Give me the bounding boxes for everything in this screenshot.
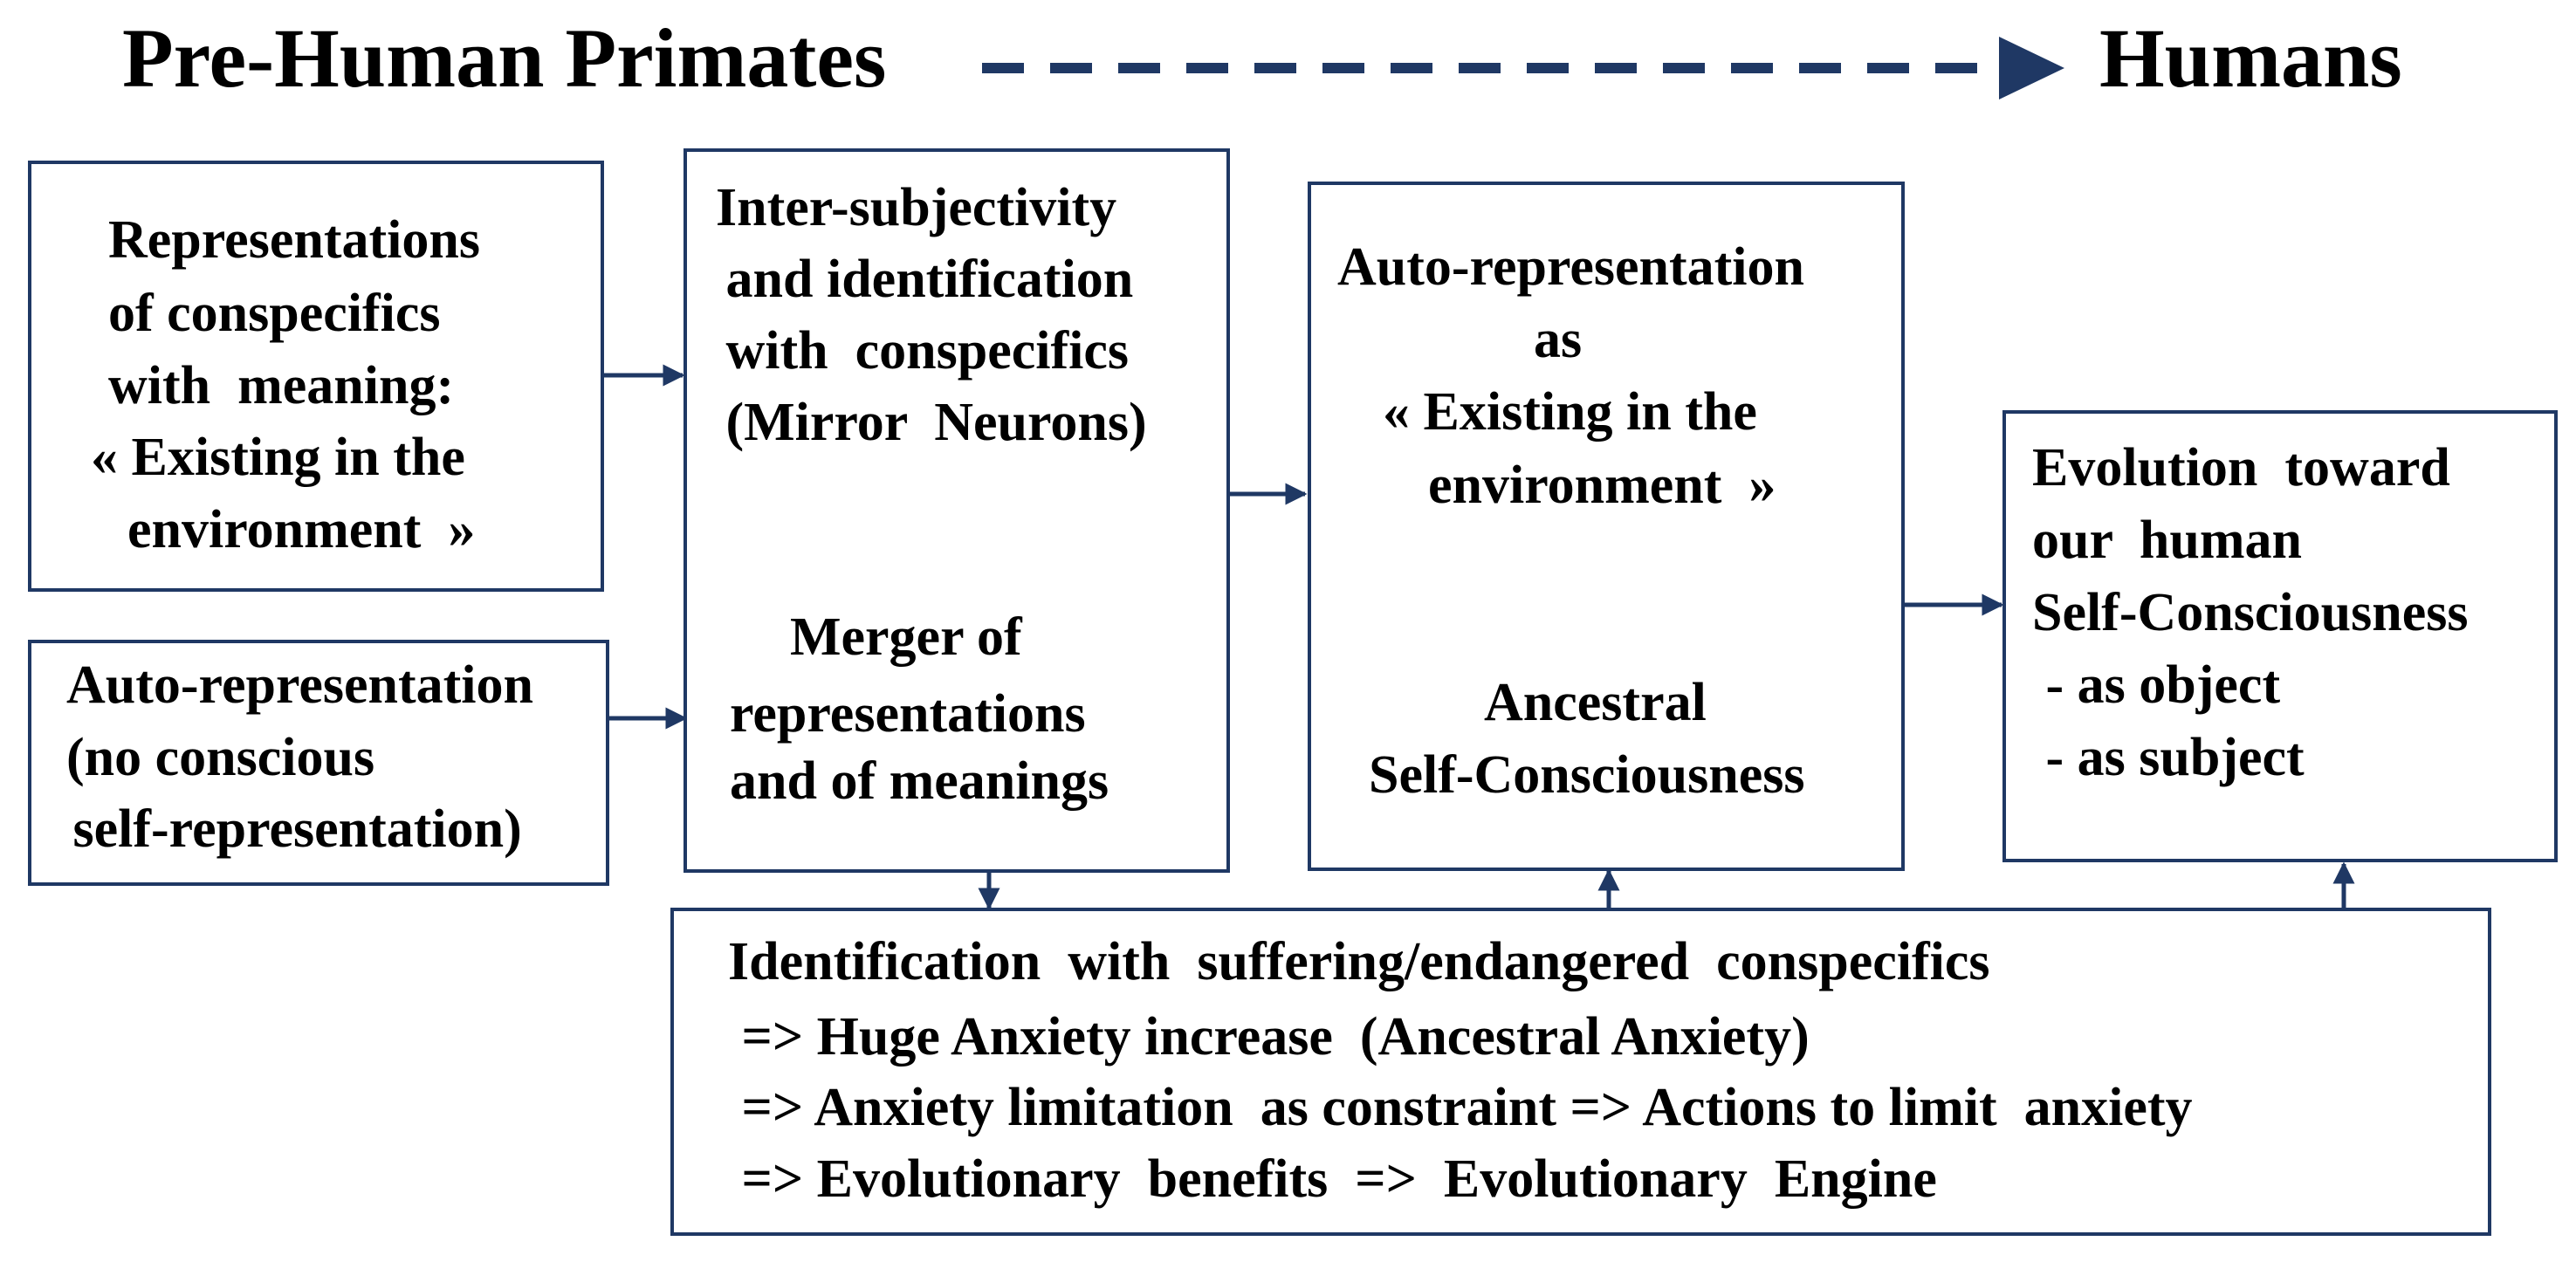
anxiety-line-1: Identification with suffering/endangered…	[728, 932, 1990, 991]
merger-line-3: and of meanings	[730, 751, 1109, 811]
header-left-label: Pre-Human Primates	[122, 11, 887, 105]
evolution-line-5: - as subject	[2032, 728, 2305, 787]
auto-rep-middle-line-1: Auto-representation	[1337, 237, 1804, 297]
intersubjectivity-line-4: (Mirror Neurons)	[712, 393, 1147, 452]
evolution-line-3: Self-Consciousness	[2032, 583, 2469, 642]
conspecifics-line-5: environment »	[127, 500, 476, 559]
ancestral-line-2: Self-Consciousness	[1369, 745, 1805, 805]
auto-rep-left-line-3: self-representation)	[59, 799, 522, 859]
auto-rep-middle-line-4: environment »	[1428, 456, 1776, 515]
box-auto-representation-left	[28, 640, 609, 886]
anxiety-line-3: => Anxiety limitation as constraint => A…	[728, 1078, 2193, 1137]
box-intersubjectivity	[683, 148, 1230, 873]
evolution-line-2: our human	[2032, 511, 2302, 570]
box-conspecifics	[28, 161, 604, 592]
merger-line-2: representations	[730, 684, 1086, 744]
merger-line-1: Merger of	[790, 607, 1022, 667]
auto-rep-left-line-1: Auto-representation	[66, 655, 533, 715]
box-evolution	[2002, 410, 2558, 862]
ancestral-line-1: Ancestral	[1484, 673, 1707, 732]
box-anxiety	[670, 908, 2491, 1236]
conspecifics-line-1: Representations	[108, 210, 480, 270]
intersubjectivity-line-1: Inter-subjectivity	[716, 178, 1117, 237]
header-right-label: Humans	[2099, 11, 2402, 105]
intersubjectivity-line-3: with conspecifics	[712, 321, 1130, 381]
auto-rep-left-line-2: (no conscious	[66, 728, 375, 787]
auto-rep-middle-line-3: « Existing in the	[1383, 382, 1757, 442]
box-auto-representation-middle	[1308, 182, 1905, 871]
header-dashed-arrow	[982, 37, 2064, 99]
conspecifics-line-2: of conspecifics	[108, 284, 441, 343]
auto-rep-middle-line-2: as	[1534, 310, 1583, 369]
anxiety-line-4: => Evolutionary benefits => Evolutionary…	[728, 1149, 1937, 1209]
conspecifics-line-3: with meaning:	[108, 356, 455, 415]
evolution-line-4: - as object	[2032, 655, 2281, 715]
intersubjectivity-line-2: and identification	[712, 250, 1134, 309]
evolution-line-1: Evolution toward	[2032, 438, 2450, 497]
anxiety-line-2: => Huge Anxiety increase (Ancestral Anxi…	[728, 1007, 1810, 1067]
conspecifics-line-4: « Existing in the	[91, 428, 465, 487]
